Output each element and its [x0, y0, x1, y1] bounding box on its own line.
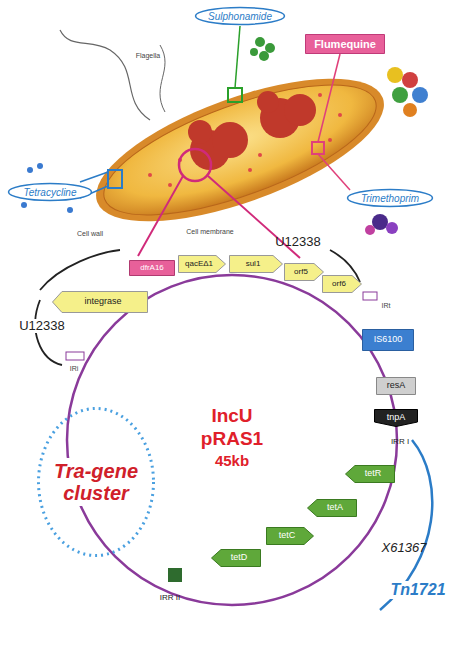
node-text: integrase	[84, 297, 121, 307]
node-outline	[212, 550, 261, 567]
cell-wall	[79, 49, 400, 251]
target-box	[108, 170, 122, 188]
gene-box: tnpA	[374, 409, 418, 427]
drug-label: Flumequine	[305, 34, 385, 54]
node-outline	[363, 330, 414, 351]
node-outline	[267, 528, 314, 545]
target-box	[228, 88, 242, 102]
gene-arrow: orf5	[284, 263, 324, 281]
node-outline	[39, 409, 154, 556]
node-outline	[348, 190, 433, 207]
node-text: tnpA	[387, 413, 406, 423]
plasmid-size: 45kb	[215, 453, 249, 470]
node-text: Tetracycline	[24, 187, 77, 198]
plasmid-backbone	[67, 275, 397, 605]
node-outline	[306, 35, 385, 54]
bracket	[40, 250, 120, 290]
node-outline	[196, 8, 285, 25]
gene-arrow: tetA	[307, 499, 357, 517]
gene-arrow: sul1	[229, 255, 283, 273]
leader-line	[318, 154, 350, 190]
gene-arrow: integrase	[52, 291, 148, 313]
node-text: tetR	[365, 469, 382, 479]
node-text: IS6100	[374, 335, 403, 345]
flagellum	[160, 45, 165, 112]
drug-label: Sulphonamide	[194, 6, 286, 26]
plasmid-name: IncU	[211, 406, 252, 427]
node-outline	[53, 292, 148, 313]
node-text: sul1	[246, 260, 261, 269]
gene-arrow: tetC	[266, 527, 314, 545]
cell-body	[89, 58, 390, 241]
node-outline	[346, 466, 395, 483]
part-label: Flagella	[136, 52, 161, 60]
repeat-label: IRi	[70, 365, 79, 373]
accession-label: U12338	[275, 235, 321, 249]
node-outline	[130, 261, 175, 276]
accession-label: X61367	[382, 541, 427, 555]
drug-molecule	[250, 37, 275, 61]
drug-molecule	[365, 214, 398, 235]
node-text: tetD	[231, 553, 248, 563]
drug-label: Trimethoprim	[346, 188, 434, 208]
gene-box	[168, 568, 182, 582]
node-outline	[308, 500, 357, 517]
node-text: Sulphonamide	[208, 11, 272, 22]
leader-line	[318, 54, 340, 142]
node-outline	[230, 256, 283, 273]
repeat-label: IRR I	[391, 438, 409, 447]
node-outline	[285, 264, 324, 281]
gene-box: resA	[376, 377, 416, 395]
flagellum	[60, 30, 150, 120]
ribosome-dots	[148, 93, 342, 187]
node-text: qacEΔ1	[185, 260, 213, 269]
node-text: tetA	[327, 503, 343, 513]
node-outline	[377, 378, 416, 395]
drug-label: Tetracycline	[7, 182, 93, 202]
node-outline	[9, 184, 92, 201]
ribosome-cluster	[188, 91, 316, 170]
node-text: Trimethoprim	[361, 193, 419, 204]
gene-arrow: tetD	[211, 549, 261, 567]
gene-arrow: qacEΔ1	[178, 255, 226, 273]
node-text: Tra-gene cluster	[45, 458, 147, 506]
node-outline	[375, 410, 418, 427]
gene-arrow: tetR	[345, 465, 395, 483]
accession-label: U12338	[17, 319, 67, 333]
drug-molecule	[387, 67, 428, 117]
leader-line	[138, 176, 183, 256]
inverted-repeat	[363, 292, 377, 300]
node-text: tetC	[279, 531, 296, 541]
leader-line	[235, 26, 240, 88]
plasmid-callout	[179, 149, 211, 181]
target-box	[312, 142, 324, 154]
node-text: orf5	[294, 268, 308, 277]
node-text: dfrA16	[140, 264, 164, 273]
part-label: Cell wall	[77, 230, 103, 238]
node-outline	[179, 256, 226, 273]
gene-arrow: orf6	[322, 275, 362, 293]
node-text: resA	[387, 381, 406, 391]
transposon-label: Tn1721	[388, 581, 447, 599]
gene-cluster: Tra-gene cluster	[37, 407, 155, 557]
insertion-sequence: IS6100	[362, 329, 414, 351]
gene-box: dfrA16	[129, 260, 175, 276]
node-text: orf6	[332, 280, 346, 289]
leader-line	[80, 172, 108, 182]
plasmid-name: pRAS1	[201, 429, 263, 450]
node-outline	[323, 276, 362, 293]
part-label: Cell membrane	[186, 228, 233, 236]
repeat-label: IRR II	[160, 594, 180, 603]
node-text: Flumequine	[314, 38, 376, 50]
repeat-label: IRt	[382, 302, 391, 310]
inverted-repeat	[66, 352, 84, 360]
